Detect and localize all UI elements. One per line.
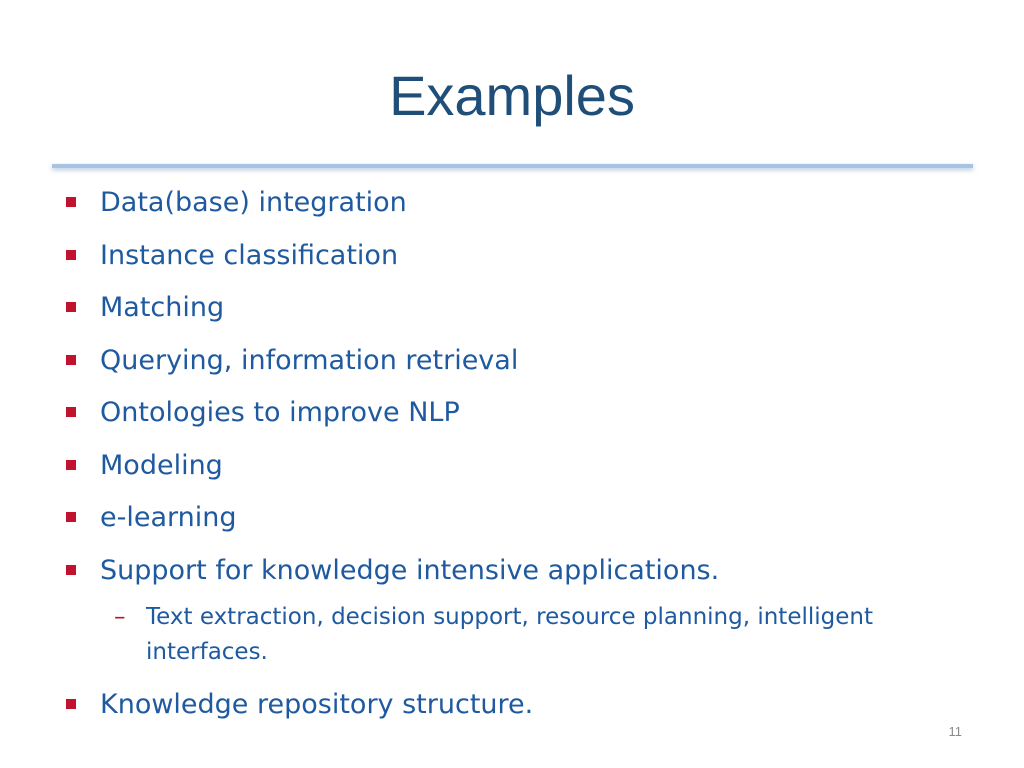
bullet-text: Querying, information retrieval [100,344,519,376]
page-number: 11 [948,724,963,739]
bullet-text: Instance classification [100,239,399,271]
dash-bullet-icon: – [114,603,126,630]
square-bullet-icon [66,302,76,312]
square-bullet-icon [66,354,76,365]
square-bullet-icon [66,564,76,575]
slide-title: Examples [389,64,635,127]
bullet-item: Knowledge repository structure. [62,688,962,722]
sub-bullet-text: Text extraction, decision support, resou… [146,603,873,665]
bullet-item: Data(base) integration [62,186,962,220]
title-divider [52,164,973,168]
bullet-item: Support for knowledge intensive applicat… [62,554,962,670]
square-bullet-icon [66,459,76,470]
bullet-text: Matching [100,292,225,323]
square-bullet-icon [66,512,76,522]
bullet-item: Querying, information retrieval [62,344,962,378]
square-bullet-icon [66,249,76,260]
bullet-list: Data(base) integration Instance classifi… [62,186,962,741]
bullet-item: Matching [62,291,962,325]
bullet-text: Support for knowledge intensive applicat… [100,554,720,586]
bullet-text: Data(base) integration [100,187,407,218]
bullet-text: Ontologies to improve NLP [100,397,460,428]
bullet-item: Ontologies to improve NLP [62,396,962,430]
bullet-text: Knowledge repository structure. [100,689,534,720]
bullet-item: Instance classification [62,239,962,273]
square-bullet-icon [66,407,76,417]
bullet-item: Modeling [62,449,962,483]
square-bullet-icon [66,197,76,207]
bullet-text: Modeling [100,449,223,481]
square-bullet-icon [66,699,76,709]
bullet-text: e-learning [100,502,237,533]
bullet-item: e-learning [62,501,962,535]
sub-bullet-item: – Text extraction, decision support, res… [100,600,876,670]
sub-bullet-list: – Text extraction, decision support, res… [100,600,962,670]
